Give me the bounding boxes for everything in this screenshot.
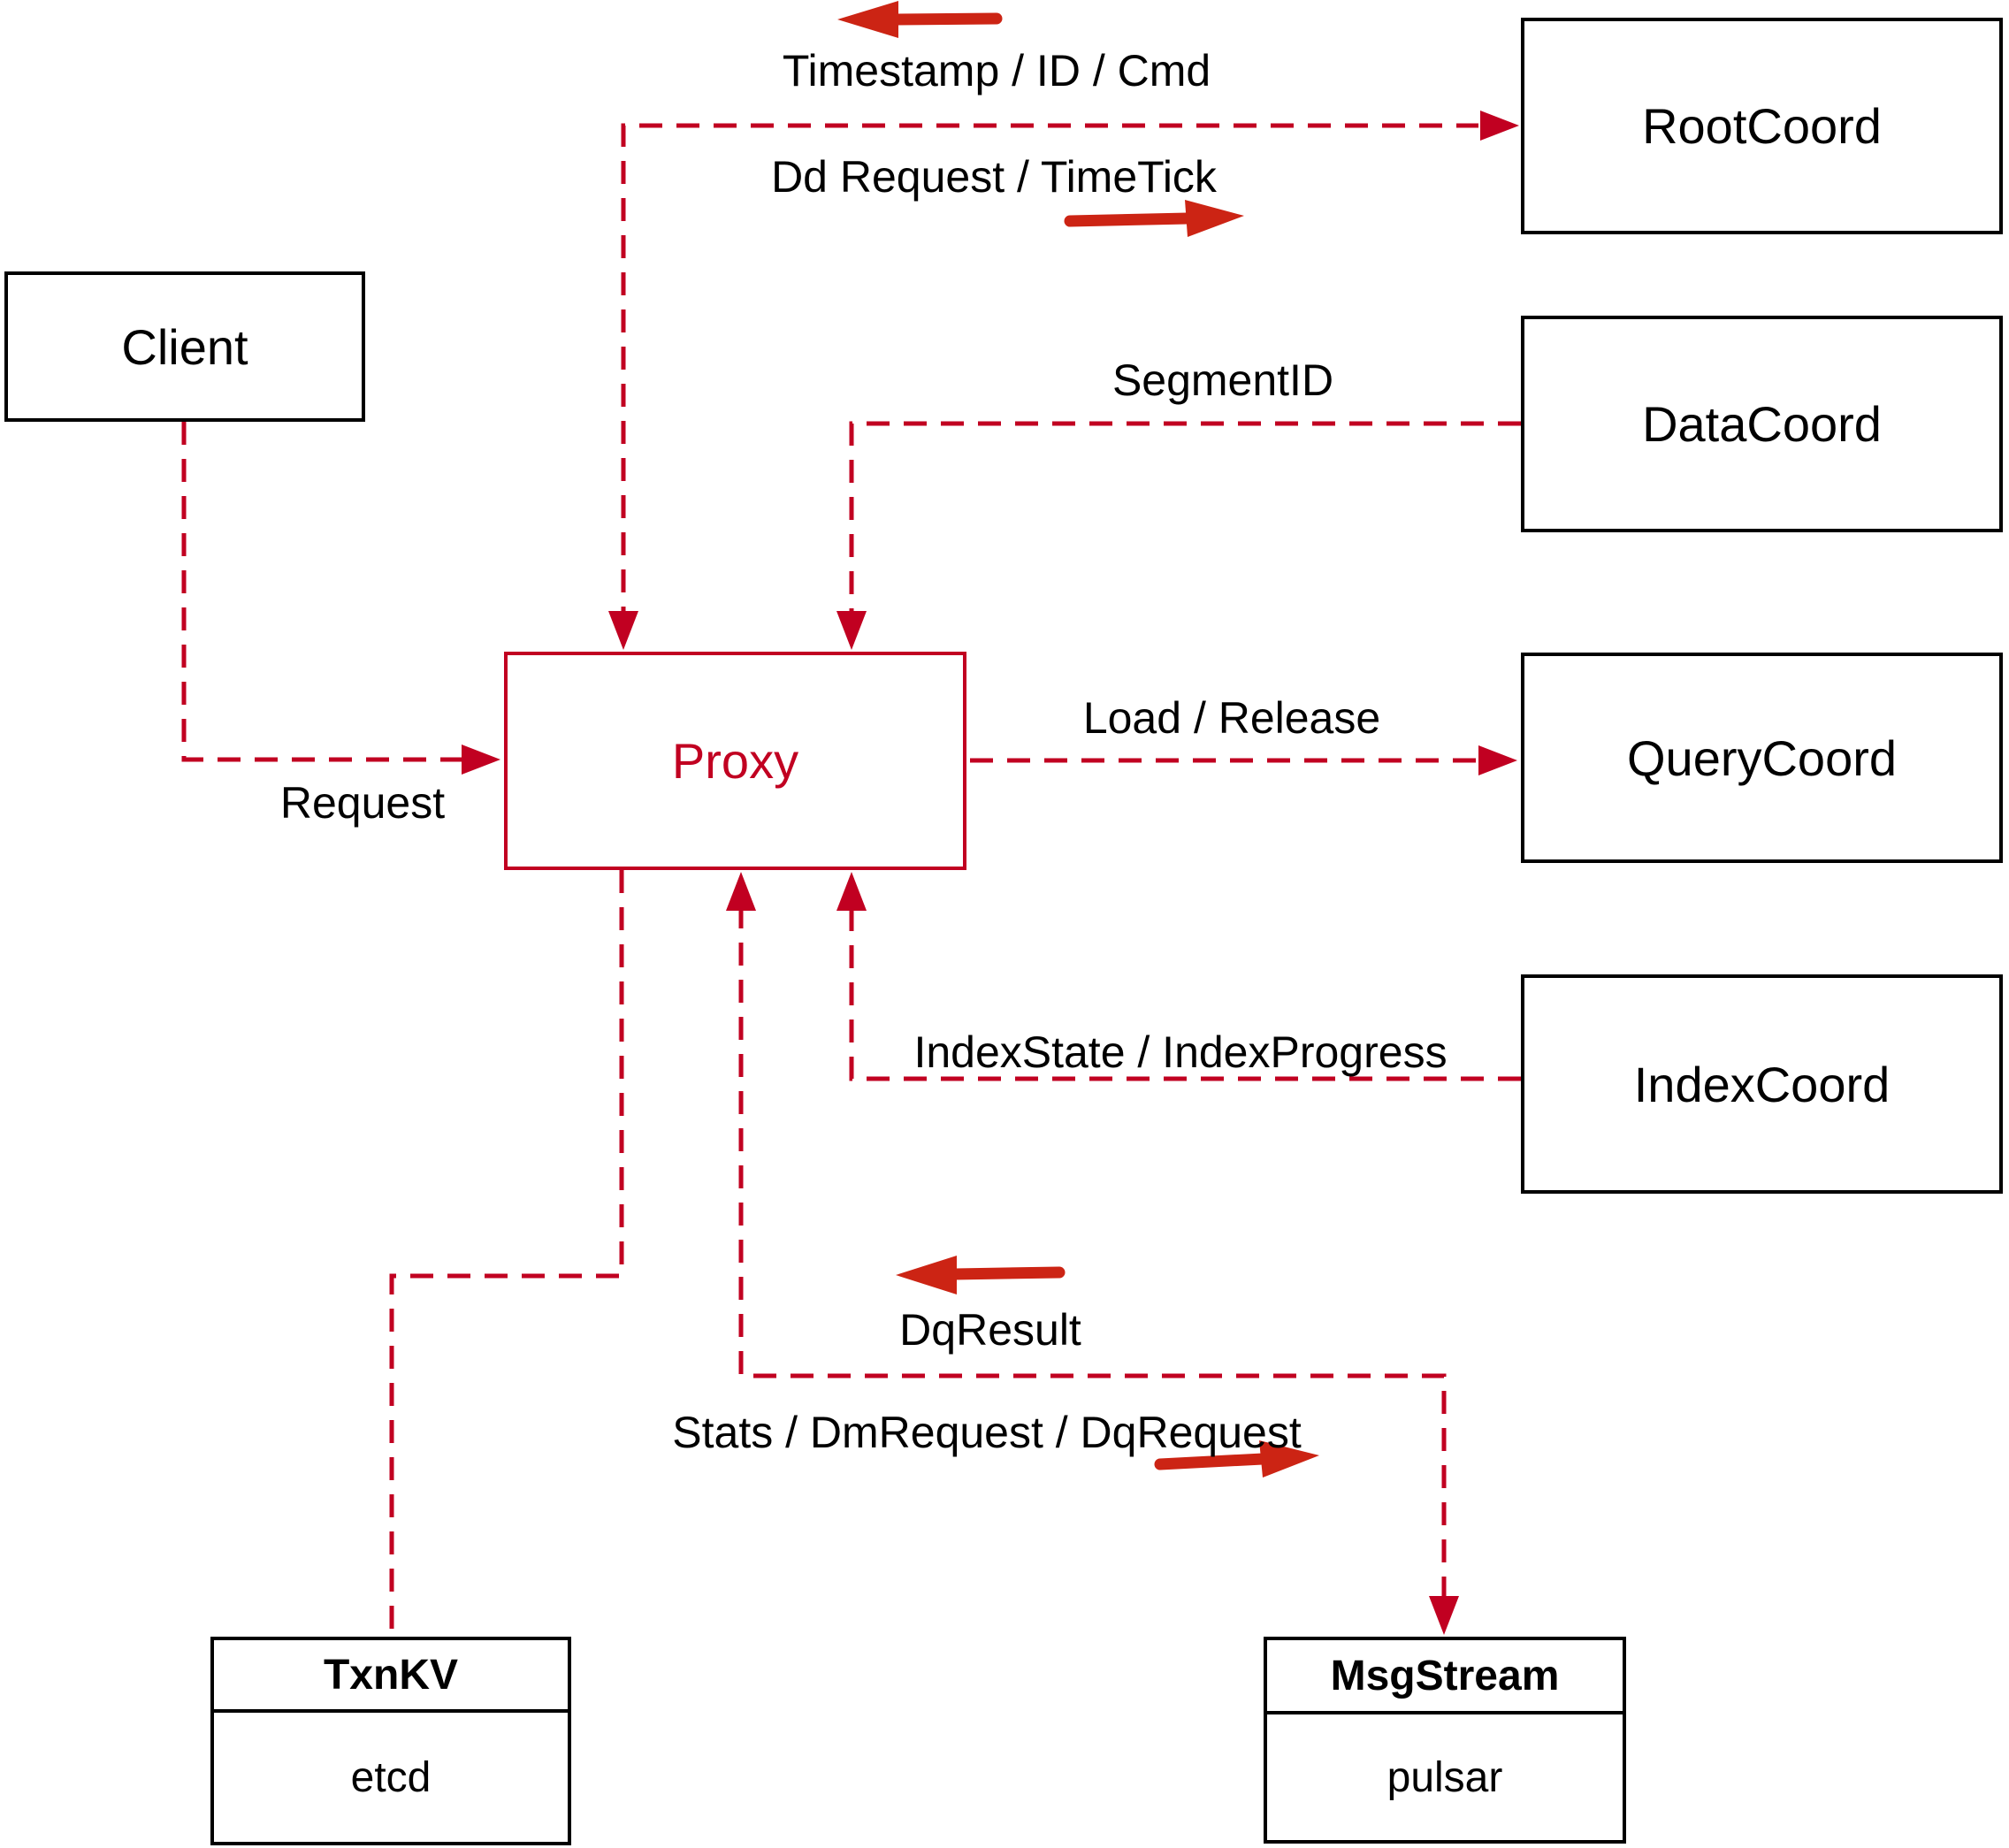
arrowhead-into-rootcoord (1480, 111, 1519, 141)
arrow-head (837, 1, 898, 38)
node-rootcoord: RootCoord (1521, 18, 2003, 234)
node-label: RootCoord (1642, 98, 1882, 154)
edge-datacoord-proxy (849, 421, 1521, 619)
node-subtitle: etcd (214, 1713, 568, 1842)
edge-label-dd-request: Dd Request / TimeTick (771, 152, 1217, 202)
edge-label-timestamp: Timestamp / ID / Cmd (782, 46, 1211, 95)
node-label: Client (121, 318, 248, 375)
node-txnkv: TxnKV etcd (210, 1637, 571, 1845)
arrowhead-into-proxy-top-right (836, 611, 867, 650)
edge-proxy-rootcoord (621, 123, 1478, 630)
arrow-head (1185, 200, 1244, 237)
edge-client-proxy (181, 422, 462, 762)
node-indexcoord: IndexCoord (1521, 974, 2003, 1194)
node-client: Client (4, 271, 365, 422)
node-msgstream: MsgStream pulsar (1264, 1637, 1626, 1844)
node-subtitle-label: etcd (350, 1753, 432, 1801)
direction-arrow-right-stats (1154, 1440, 1319, 1478)
edge-label-stats: Stats / DmRequest / DqRequest (672, 1408, 1302, 1457)
arrow-head (896, 1256, 957, 1294)
node-title-label: MsgStream (1330, 1652, 1560, 1699)
edge-proxy-txnkv (389, 870, 624, 1635)
direction-arrow-right-ddrequest (1064, 200, 1244, 237)
node-datacoord: DataCoord (1521, 316, 2003, 532)
arrowhead-into-proxy-left (462, 745, 500, 775)
node-title: TxnKV (214, 1640, 568, 1713)
node-subtitle-label: pulsar (1386, 1753, 1503, 1801)
arrowhead-into-proxy-bottom-left (726, 872, 756, 911)
direction-arrow-left-timestamp (837, 1, 1003, 38)
arrow-head (1259, 1440, 1319, 1478)
node-proxy: Proxy (504, 652, 966, 870)
edge-indexcoord-proxy (849, 905, 1521, 1081)
arrow-shaft (1064, 212, 1194, 227)
arrowhead-into-msgstream (1429, 1596, 1459, 1635)
edge-label-segment-id: SegmentID (1111, 355, 1334, 405)
arrowhead-into-proxy-top-left (608, 611, 638, 650)
direction-arrow-left-dqresult (896, 1256, 1066, 1294)
edge-label-index-state: IndexState / IndexProgress (913, 1027, 1448, 1077)
node-label: Proxy (671, 733, 799, 789)
arrow-shaft (949, 1266, 1066, 1280)
arrowhead-into-querycoord (1478, 745, 1517, 775)
node-querycoord: QueryCoord (1521, 653, 2003, 863)
node-title: MsgStream (1267, 1640, 1623, 1714)
node-label: QueryCoord (1626, 729, 1898, 786)
arrowhead-into-proxy-bottom-right (836, 872, 867, 911)
node-label: DataCoord (1642, 396, 1882, 452)
edge-label-request: Request (279, 778, 446, 828)
edge-proxy-msgstream (738, 905, 1447, 1600)
node-subtitle: pulsar (1267, 1714, 1623, 1840)
node-label: IndexCoord (1633, 1056, 1891, 1112)
arrow-shaft (1154, 1453, 1269, 1470)
edge-label-load-release: Load / Release (1082, 693, 1381, 743)
node-title-label: TxnKV (323, 1651, 458, 1699)
edge-label-dq-result: DqResult (899, 1305, 1081, 1355)
